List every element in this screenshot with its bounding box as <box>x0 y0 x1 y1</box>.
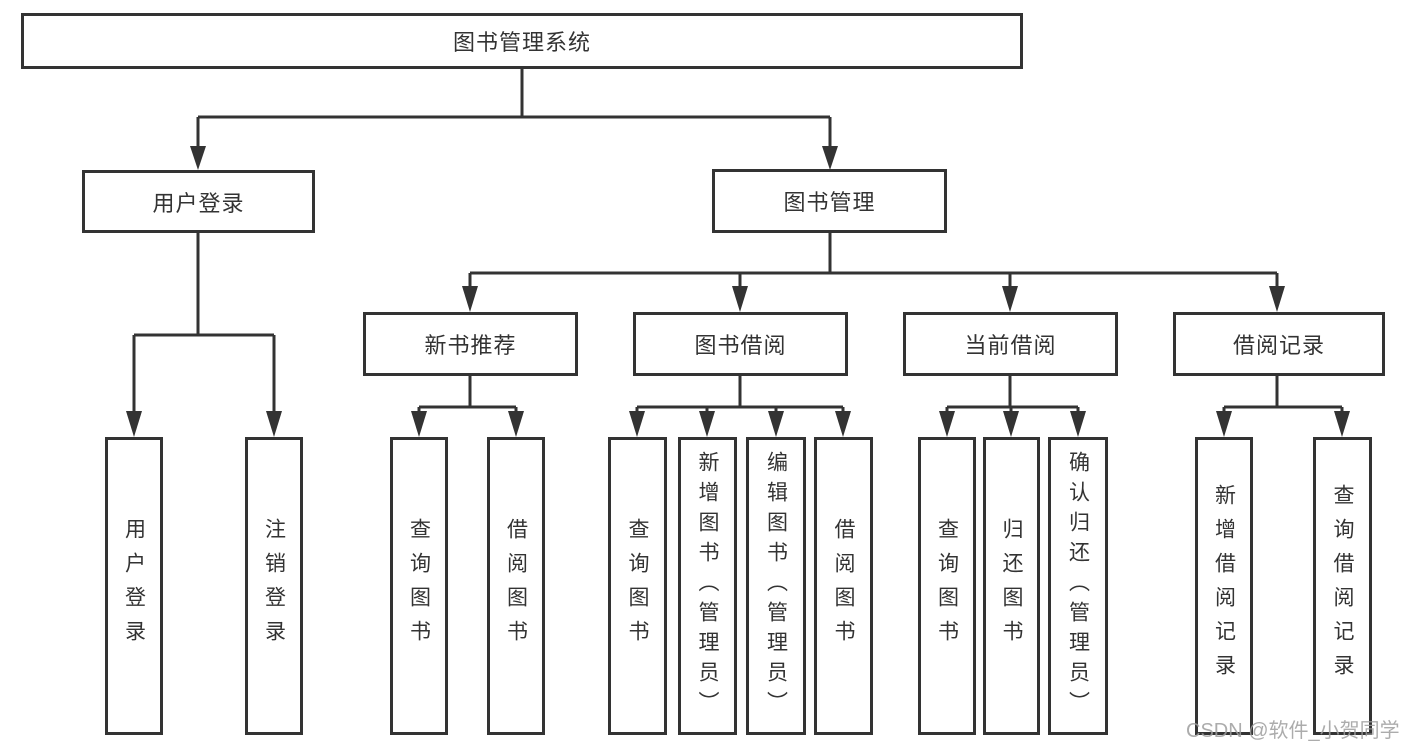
leaf-query-books-borrowing: 查询图书 <box>608 437 667 735</box>
connector-borrowing-records-to-leaves <box>1216 376 1350 437</box>
node-current-borrowing-label: 当前借阅 <box>964 333 1057 358</box>
arrow-down-icon <box>835 411 851 437</box>
arrow-down-icon <box>1334 411 1350 437</box>
node-new-book-recommend-label: 新书推荐 <box>424 333 517 358</box>
arrow-down-icon <box>1003 411 1019 437</box>
leaf-add-book-admin: 新增图书（管理员） <box>678 437 737 735</box>
arrow-down-icon <box>266 411 282 437</box>
arrow-down-icon <box>462 286 478 312</box>
arrow-down-icon <box>822 146 838 170</box>
csdn-watermark: CSDN @软件_小贺同学 <box>1186 720 1400 742</box>
arrow-down-icon <box>1002 286 1018 312</box>
connector-root-to-level2 <box>190 69 838 170</box>
leaf-query-books-current: 查询图书 <box>918 437 976 735</box>
leaf-query-books-recommend: 查询图书 <box>390 437 448 735</box>
leaf-query-books-recommend-label: 查询图书 <box>407 518 431 654</box>
leaf-user-login-label: 用户登录 <box>122 518 146 654</box>
leaf-query-books-current-label: 查询图书 <box>935 518 959 654</box>
leaf-add-borrow-record: 新增借阅记录 <box>1195 437 1253 735</box>
leaf-query-borrow-record-label: 查询借阅记录 <box>1331 484 1354 688</box>
arrow-down-icon <box>1070 411 1086 437</box>
node-borrowing-records-label: 借阅记录 <box>1232 333 1325 358</box>
node-borrowing-records: 借阅记录 <box>1173 312 1385 376</box>
connector-user-login-to-leaves <box>126 233 282 437</box>
arrow-down-icon <box>411 411 427 437</box>
leaf-logout: 注销登录 <box>245 437 303 735</box>
arrow-down-icon <box>1269 286 1285 312</box>
node-user-login: 用户登录 <box>82 170 315 233</box>
leaf-confirm-return-admin: 确认归还（管理员） <box>1048 437 1108 735</box>
connector-book-management-to-level3 <box>462 233 1285 312</box>
leaf-return-books: 归还图书 <box>983 437 1040 735</box>
node-book-management: 图书管理 <box>712 169 947 233</box>
connector-new-book-recommend-to-leaves <box>411 376 524 437</box>
arrow-down-icon <box>699 411 715 437</box>
node-user-login-label: 用户登录 <box>152 190 245 216</box>
arrow-down-icon <box>732 286 748 312</box>
node-root-system: 图书管理系统 <box>21 13 1023 69</box>
leaf-confirm-return-admin-label: 确认归还（管理员） <box>1066 451 1090 721</box>
arrow-down-icon <box>768 411 784 437</box>
leaf-borrow-books-recommend: 借阅图书 <box>487 437 545 735</box>
leaf-user-login: 用户登录 <box>105 437 163 735</box>
arrow-down-icon <box>126 411 142 437</box>
connector-book-borrowing-to-leaves <box>629 376 851 437</box>
leaf-query-books-borrowing-label: 查询图书 <box>626 518 649 654</box>
leaf-return-books-label: 归还图书 <box>1000 518 1023 654</box>
node-new-book-recommend: 新书推荐 <box>363 312 578 376</box>
connector-current-borrowing-to-leaves <box>939 376 1086 437</box>
leaf-add-borrow-record-label: 新增借阅记录 <box>1212 484 1236 688</box>
leaf-add-book-admin-label: 新增图书（管理员） <box>696 451 719 721</box>
arrow-down-icon <box>508 411 524 437</box>
node-root-system-label: 图书管理系统 <box>452 30 591 55</box>
node-book-borrowing-label: 图书借阅 <box>694 333 787 358</box>
leaf-borrow-books-label: 借阅图书 <box>832 518 855 654</box>
arrow-down-icon <box>629 411 645 437</box>
node-current-borrowing: 当前借阅 <box>903 312 1118 376</box>
leaf-edit-book-admin: 编辑图书（管理员） <box>746 437 806 735</box>
arrow-down-icon <box>190 146 206 170</box>
leaf-logout-label: 注销登录 <box>262 518 286 654</box>
leaf-edit-book-admin-label: 编辑图书（管理员） <box>764 451 788 721</box>
arrow-down-icon <box>939 411 955 437</box>
node-book-borrowing: 图书借阅 <box>633 312 848 376</box>
arrow-down-icon <box>1216 411 1232 437</box>
leaf-borrow-books-recommend-label: 借阅图书 <box>504 518 528 654</box>
node-book-management-label: 图书管理 <box>783 190 876 215</box>
leaf-borrow-books: 借阅图书 <box>814 437 873 735</box>
leaf-query-borrow-record: 查询借阅记录 <box>1313 437 1372 735</box>
